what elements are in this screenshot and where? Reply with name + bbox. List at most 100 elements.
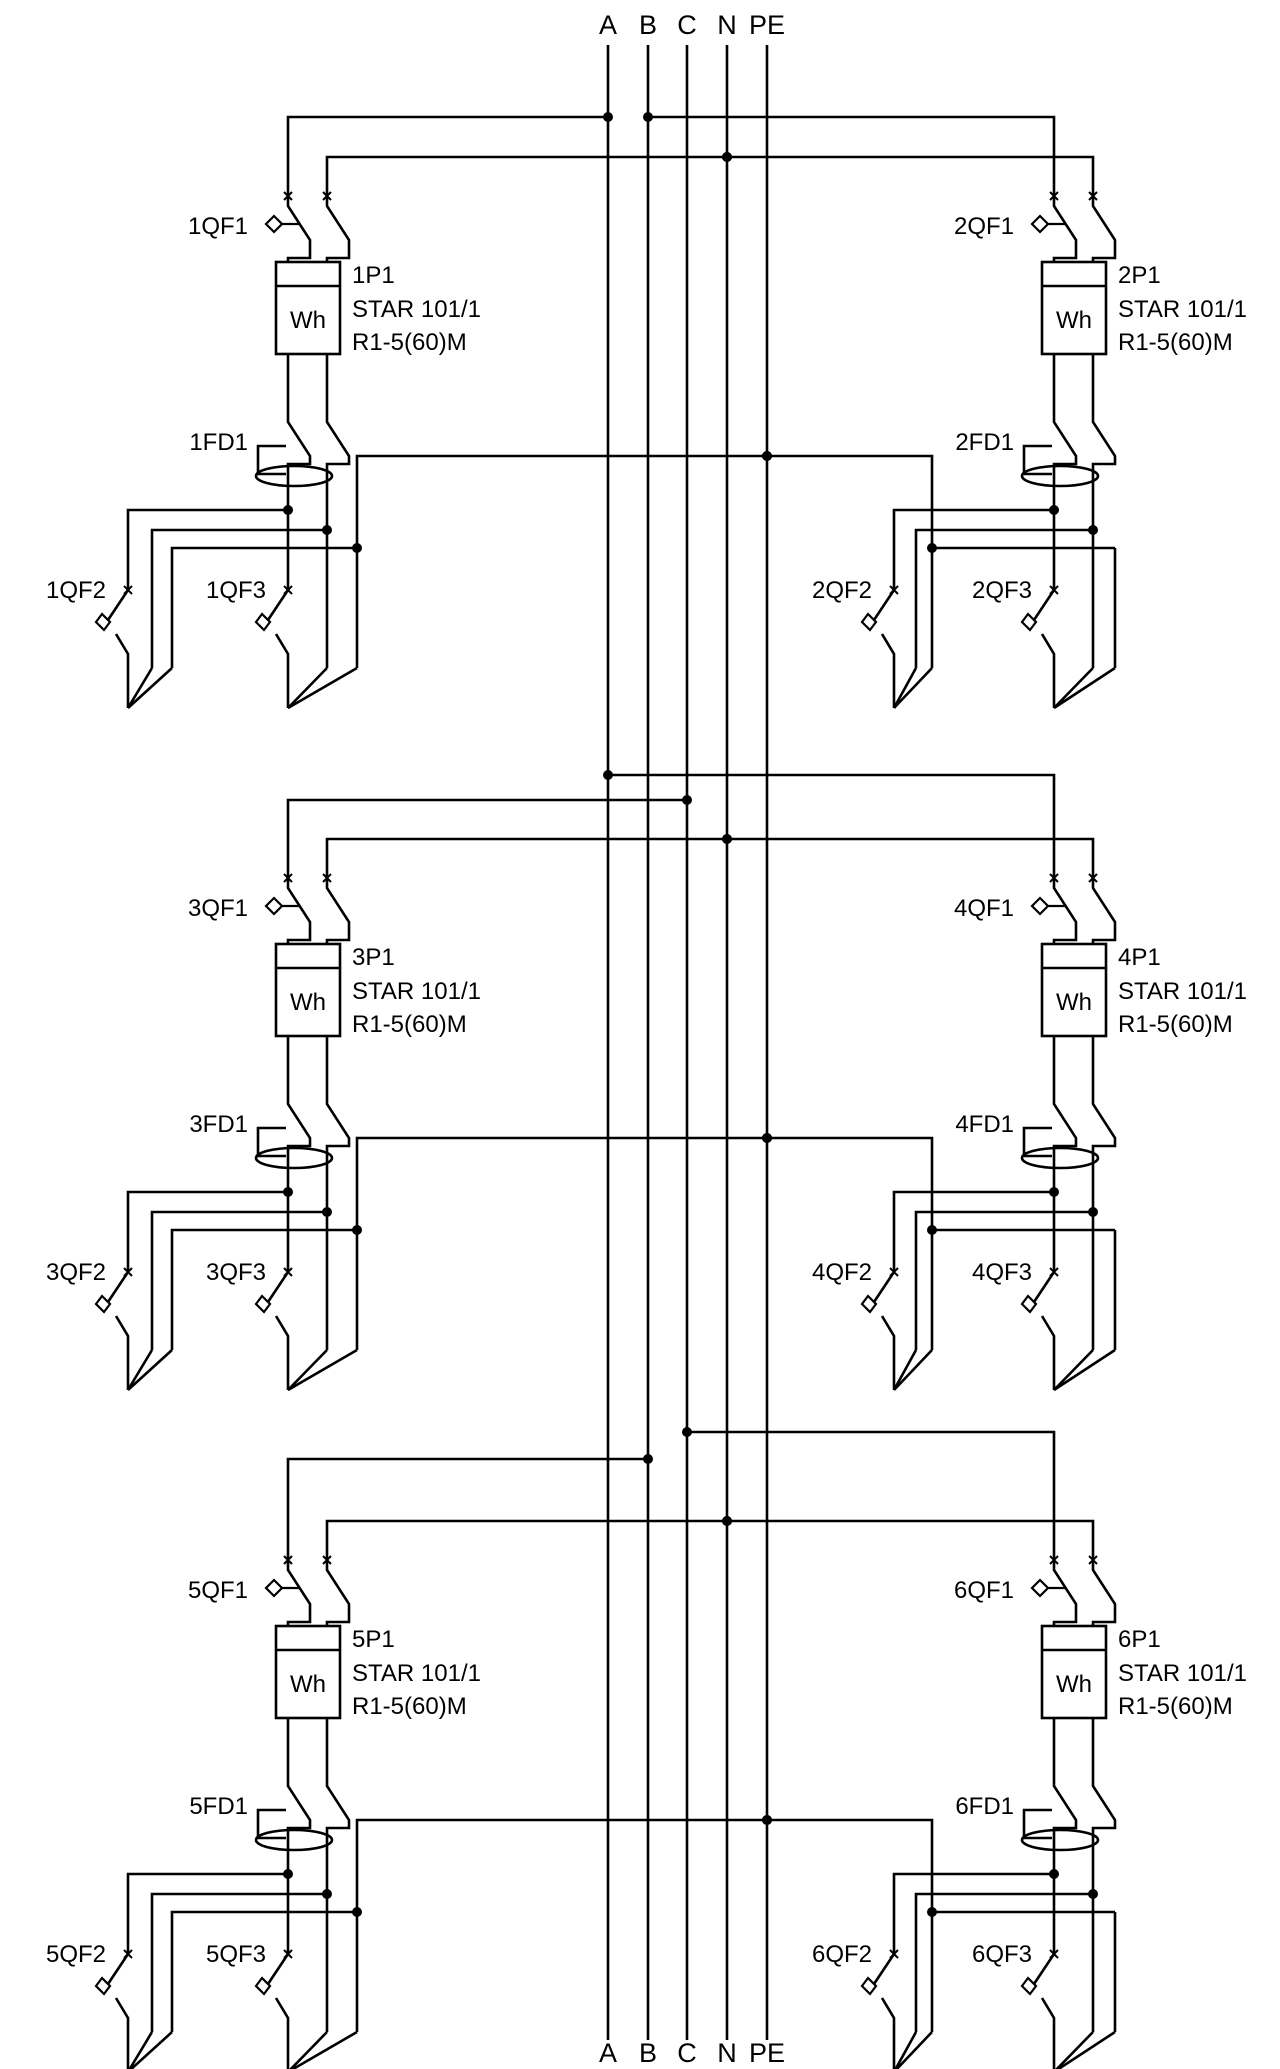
cable-end [894, 2031, 918, 2069]
pe-feed-wire [767, 1136, 934, 1230]
breaker-blade [286, 196, 312, 262]
qf1-label: 5QF1 [188, 1577, 248, 1604]
branch-trip-mark [1020, 1976, 1038, 1996]
fd1-label: 5FD1 [189, 1793, 248, 1820]
qf2-label: 6QF2 [812, 1941, 872, 1968]
branch-blade [1032, 1953, 1056, 1985]
qf1-trip-mark [1030, 896, 1066, 916]
current-transformer-ring [254, 1828, 334, 1852]
branch-blade [106, 1271, 130, 1303]
cable-end [287, 1348, 358, 1392]
bus-label-top: C [677, 10, 697, 40]
breaker-blade [1091, 1776, 1117, 1832]
cable-end [129, 2031, 173, 2069]
branch-blade [266, 1953, 290, 1985]
current-transformer-ring [254, 464, 334, 488]
current-transformer-ring [1020, 1828, 1100, 1852]
qf2-phase-wire [892, 508, 1054, 590]
fd1-label: 2FD1 [955, 429, 1014, 456]
branch-blade [1032, 1271, 1056, 1303]
meter-symbol: Wh [1056, 307, 1092, 334]
cable-end [290, 2030, 358, 2069]
branch-out [274, 1997, 290, 2069]
qf3-label: 6QF3 [972, 1941, 1032, 1968]
meter-box [274, 942, 342, 1038]
cable-end [892, 667, 918, 709]
qf2-pe-wire [930, 546, 1115, 668]
cable-end [892, 1349, 918, 1391]
qf2-pe-wire [170, 1228, 357, 1350]
breaker-blade [1052, 196, 1078, 262]
pe-feed-wire [355, 1136, 767, 1230]
cable-end [1053, 667, 1094, 709]
junction-dot [762, 451, 772, 461]
branch-trip-mark [860, 1976, 878, 1996]
cable-end [287, 666, 358, 710]
breaker-blade [325, 1094, 351, 1150]
meter-designation: 3P1 [352, 944, 395, 971]
pe-feed-wire [767, 454, 934, 548]
phase-feed-wire [648, 115, 1056, 196]
junction-dot [603, 112, 613, 122]
branch-trip-mark [94, 1294, 112, 1314]
neutral-feed-wire [727, 1519, 1095, 1560]
qf2-neutral-wire [914, 528, 1093, 668]
qf2-neutral-wire [150, 1892, 327, 2032]
qf2-label: 3QF2 [46, 1259, 106, 1286]
breaker-blade [325, 196, 351, 262]
qf1-trip-mark [1030, 214, 1066, 234]
meter-designation: 5P1 [352, 1626, 395, 1653]
meter-symbol: Wh [1056, 1671, 1092, 1698]
breaker-blade [286, 1560, 312, 1626]
junction-dot [603, 770, 613, 780]
bus-label-bottom: PE [749, 2038, 785, 2068]
qf1-trip-mark [264, 214, 300, 234]
fd1-trip-loop [256, 1126, 286, 1158]
qf2-phase-wire [892, 1190, 1054, 1272]
qf2-neutral-wire [150, 1210, 327, 1350]
qf1-label: 1QF1 [188, 213, 248, 240]
breaker-blade [1052, 878, 1078, 944]
bus-label-bottom: C [677, 2038, 697, 2068]
fd1-label: 1FD1 [189, 429, 248, 456]
branch-out [114, 633, 130, 708]
branch-out [114, 1315, 130, 1390]
neutral-feed-wire [325, 155, 727, 196]
breaker-blade [286, 878, 312, 944]
current-transformer-ring [1020, 464, 1100, 488]
branch-out [274, 633, 290, 708]
fd1-label: 4FD1 [955, 1111, 1014, 1138]
branch-blade [872, 1271, 896, 1303]
meter-designation: 6P1 [1118, 1626, 1161, 1653]
meter-rating: R1-5(60)M [352, 1693, 467, 1720]
bus-label-top: N [717, 10, 737, 40]
cable-end [1053, 1349, 1094, 1391]
meter-model: STAR 101/1 [352, 978, 481, 1005]
neutral-feed-wire [727, 837, 1095, 878]
junction-dot [722, 834, 732, 844]
bus-label-top: PE [749, 10, 785, 40]
bus-label-top: B [639, 10, 657, 40]
breaker-blade [1091, 196, 1117, 262]
qf1-label: 2QF1 [954, 213, 1014, 240]
cable-end [1055, 2031, 1094, 2069]
qf1-trip-mark [264, 1578, 300, 1598]
cable-end [287, 1349, 328, 1391]
meter-box [274, 1624, 342, 1720]
meter-model: STAR 101/1 [352, 296, 481, 323]
cable-end [287, 667, 328, 709]
cable-end [126, 667, 154, 709]
branch-blade [266, 589, 290, 621]
bus-label-top: A [599, 10, 617, 40]
phase-feed-wire [687, 1430, 1056, 1560]
meter-rating: R1-5(60)M [352, 329, 467, 356]
branch-trip-mark [1020, 1294, 1038, 1314]
fd1-label: 6FD1 [955, 1793, 1014, 1820]
branch-blade [872, 1953, 896, 1985]
meter-model: STAR 101/1 [1118, 296, 1247, 323]
qf2-label: 1QF2 [46, 577, 106, 604]
fd1-trip-loop [1022, 1808, 1052, 1840]
cable-end [289, 2031, 328, 2069]
junction-dot [682, 1427, 692, 1437]
